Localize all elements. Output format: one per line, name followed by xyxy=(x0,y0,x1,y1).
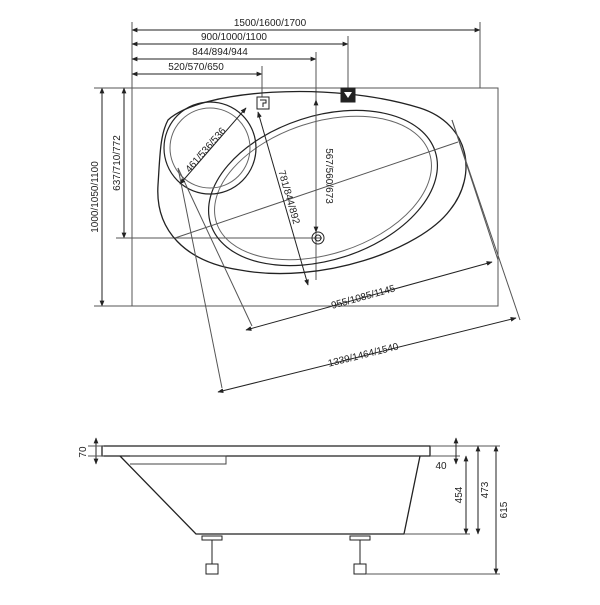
side-shell xyxy=(119,455,421,535)
overflow-icon xyxy=(340,87,356,103)
label-inner-length: 955/1085/1145 xyxy=(330,283,397,311)
side-view-labels: 70 40 454 473 615 xyxy=(78,446,510,518)
label-rim-right: 40 xyxy=(435,461,447,472)
label-depth-inner: 454 xyxy=(454,486,465,503)
label-height-total: 615 xyxy=(499,501,510,518)
label-rim: 70 xyxy=(78,446,89,458)
label-depth-mid: 473 xyxy=(480,481,491,498)
footprint-rectangle xyxy=(131,87,499,307)
label-w3: 844/894/944 xyxy=(192,47,248,58)
leg-left xyxy=(201,535,223,575)
label-h2: 637/710/772 xyxy=(112,135,123,191)
dim-line-outer-length xyxy=(217,316,517,394)
side-seat xyxy=(130,455,227,465)
drain-icon-inner xyxy=(314,234,322,242)
rotated-ext-left-outer xyxy=(177,167,223,389)
rotated-ext-left xyxy=(177,167,253,327)
side-view xyxy=(88,437,500,575)
label-w2: 900/1000/1100 xyxy=(201,32,267,43)
label-overall-height: 1000/1050/1100 xyxy=(90,161,101,233)
label-outer-length: 1339/1464/1540 xyxy=(327,341,400,369)
faucet-icon xyxy=(256,96,270,110)
label-w4: 520/570/650 xyxy=(168,62,224,73)
headrest-circle xyxy=(163,101,257,195)
top-view-labels: 1500/1600/1700 900/1000/1100 844/894/944… xyxy=(90,18,400,370)
tub-outer-outline xyxy=(157,90,467,275)
label-drain: 567/560/673 xyxy=(323,148,334,204)
label-oval: 461/536/536 xyxy=(184,125,229,175)
top-view xyxy=(94,22,521,394)
side-rim xyxy=(101,445,431,457)
dim-line-oval xyxy=(179,107,247,185)
dim-line-rotated-depth xyxy=(257,111,309,286)
leg-right xyxy=(349,535,371,575)
rotated-ext-right-outer xyxy=(451,119,521,321)
label-rotated-depth: 781/844/892 xyxy=(275,169,301,226)
label-overall-width: 1500/1600/1700 xyxy=(234,18,307,29)
